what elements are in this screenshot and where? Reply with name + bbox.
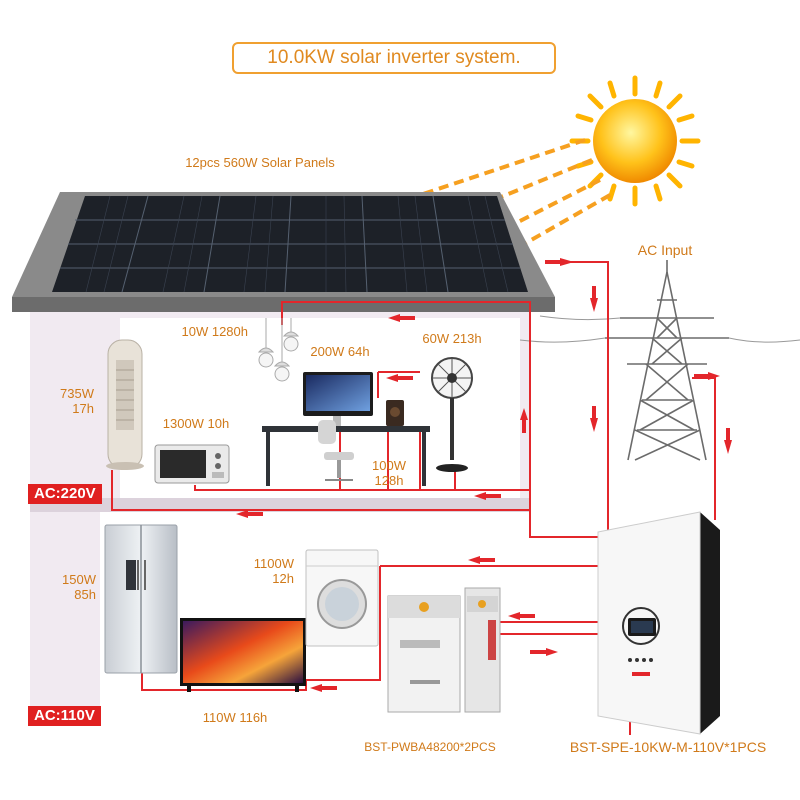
computer-label: 200W 64h (310, 344, 370, 359)
stand-fan-icon (431, 357, 473, 472)
fridge-icon (104, 524, 178, 674)
speaker-watt-label: 100W (372, 458, 406, 473)
solar-panels (52, 195, 528, 293)
pendant-lamp-icon (257, 318, 300, 382)
fan-label: 60W 213h (422, 331, 482, 346)
inverter-label: BST-SPE-10KW-M-110V*1PCS (569, 739, 767, 755)
washer-watt-label: 1100W (253, 556, 294, 571)
microwave-icon (154, 444, 230, 484)
fridge-hours-label: 85h (74, 587, 96, 602)
ac-input-label: AC Input (637, 242, 693, 258)
fridge-watt-label: 150W (62, 572, 96, 587)
power-tower-icon (519, 260, 800, 461)
microwave-label: 1300W 10h (162, 416, 230, 431)
lamp-label: 10W 1280h (181, 324, 249, 339)
page-title: 10.0KW solar inverter system. (232, 42, 556, 74)
ac-110v-badge: AC:110V (28, 706, 101, 726)
tower-fan-hours-label: 17h (72, 401, 94, 416)
tower-fan-icon (106, 339, 144, 470)
ac-220v-badge: AC:220V (28, 484, 102, 504)
computer-desk-icon (262, 372, 430, 486)
tv-label: 110W 116h (202, 710, 268, 725)
solar-panels-label: 12pcs 560W Solar Panels (185, 155, 335, 170)
speaker-hours-label: 128h (374, 473, 404, 488)
sun-icon (569, 75, 701, 207)
tower-fan-watt-label: 735W (60, 386, 94, 401)
washer-hours-label: 12h (272, 571, 294, 586)
battery-icon (387, 587, 501, 713)
washing-machine-icon (305, 549, 379, 647)
battery-label: BST-PWBA48200*2PCS (364, 740, 496, 754)
flow-arrows (236, 258, 732, 692)
wiring (111, 261, 716, 735)
inverter-icon (597, 511, 720, 735)
tv-icon (180, 618, 306, 692)
